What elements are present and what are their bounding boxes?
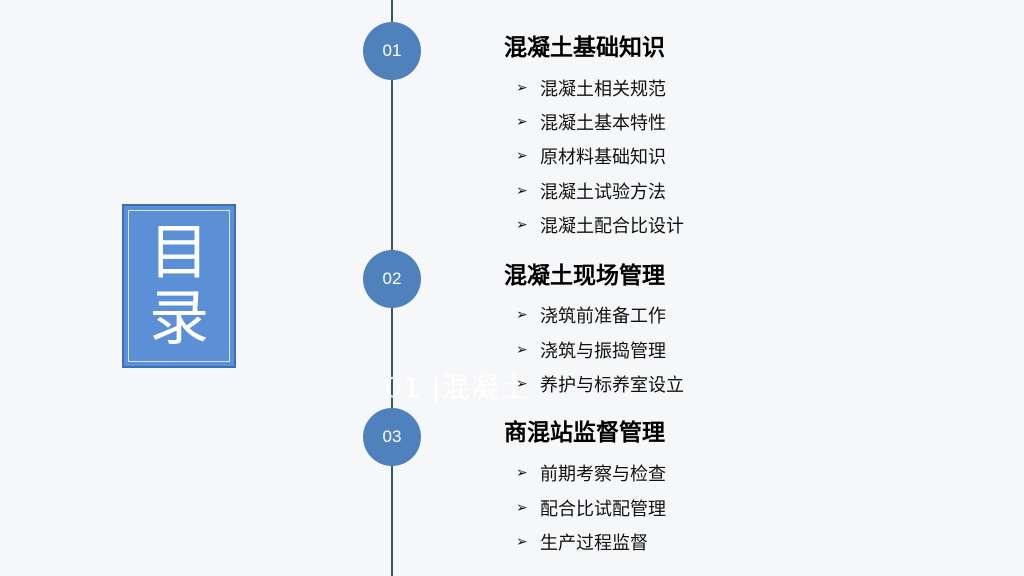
arrow-bullet-icon: ➢ bbox=[516, 80, 528, 96]
toc-title-char-1: 目 bbox=[149, 218, 209, 288]
section-1-item[interactable]: ➢ 原材料基础知识 bbox=[516, 143, 666, 169]
section-1-item-label: 混凝土相关规范 bbox=[540, 79, 666, 100]
arrow-bullet-icon: ➢ bbox=[516, 217, 528, 233]
section-2-item[interactable]: ➢ 浇筑与振捣管理 bbox=[516, 337, 666, 363]
section-1-item-label: 混凝土基本特性 bbox=[540, 113, 666, 134]
section-number-3[interactable]: 03 bbox=[363, 408, 421, 466]
section-3-item[interactable]: ➢ 配合比试配管理 bbox=[516, 495, 666, 521]
section-3-item[interactable]: ➢ 生产过程监督 bbox=[516, 529, 648, 555]
section-1-item-label: 原材料基础知识 bbox=[540, 147, 666, 168]
section-1-item[interactable]: ➢ 混凝土相关规范 bbox=[516, 75, 666, 101]
arrow-bullet-icon: ➢ bbox=[516, 342, 528, 358]
toc-title-box: 目 录 bbox=[122, 204, 236, 368]
section-number-2[interactable]: 02 bbox=[363, 250, 421, 308]
section-1-item[interactable]: ➢ 混凝土基本特性 bbox=[516, 109, 666, 135]
section-title-2[interactable]: 混凝土现场管理 bbox=[504, 263, 665, 289]
section-2-item[interactable]: ➢ 浇筑前准备工作 bbox=[516, 302, 666, 328]
section-2-item-label: 养护与标养室设立 bbox=[540, 375, 684, 396]
section-2-item-label: 浇筑与振捣管理 bbox=[540, 341, 666, 362]
arrow-bullet-icon: ➢ bbox=[516, 307, 528, 323]
section-3-item-label: 生产过程监督 bbox=[540, 533, 648, 554]
arrow-bullet-icon: ➢ bbox=[516, 500, 528, 516]
section-2-item-label: 浇筑前准备工作 bbox=[540, 306, 666, 327]
section-3-item-label: 配合比试配管理 bbox=[540, 499, 666, 520]
toc-title-frame: 目 录 bbox=[128, 210, 230, 362]
section-title-1[interactable]: 混凝土基础知识 bbox=[504, 35, 665, 61]
arrow-bullet-icon: ➢ bbox=[516, 114, 528, 130]
arrow-bullet-icon: ➢ bbox=[516, 465, 528, 481]
arrow-bullet-icon: ➢ bbox=[516, 148, 528, 164]
arrow-bullet-icon: ➢ bbox=[516, 183, 528, 199]
section-1-item-label: 混凝土试验方法 bbox=[540, 182, 666, 203]
section-3-item[interactable]: ➢ 前期考察与检查 bbox=[516, 460, 666, 486]
section-2-item[interactable]: ➢ 养护与标养室设立 bbox=[516, 371, 684, 397]
section-1-item-label: 混凝土配合比设计 bbox=[540, 216, 684, 237]
arrow-bullet-icon: ➢ bbox=[516, 376, 528, 392]
arrow-bullet-icon: ➢ bbox=[516, 534, 528, 550]
section-1-item[interactable]: ➢ 混凝土试验方法 bbox=[516, 178, 666, 204]
section-title-3[interactable]: 商混站监督管理 bbox=[504, 420, 665, 446]
toc-title-char-2: 录 bbox=[149, 284, 209, 354]
section-1-item[interactable]: ➢ 混凝土配合比设计 bbox=[516, 212, 684, 238]
section-number-1[interactable]: 01 bbox=[363, 22, 421, 80]
section-3-item-label: 前期考察与检查 bbox=[540, 464, 666, 485]
ghost-watermark-text: 01 |混凝土 bbox=[384, 371, 529, 404]
